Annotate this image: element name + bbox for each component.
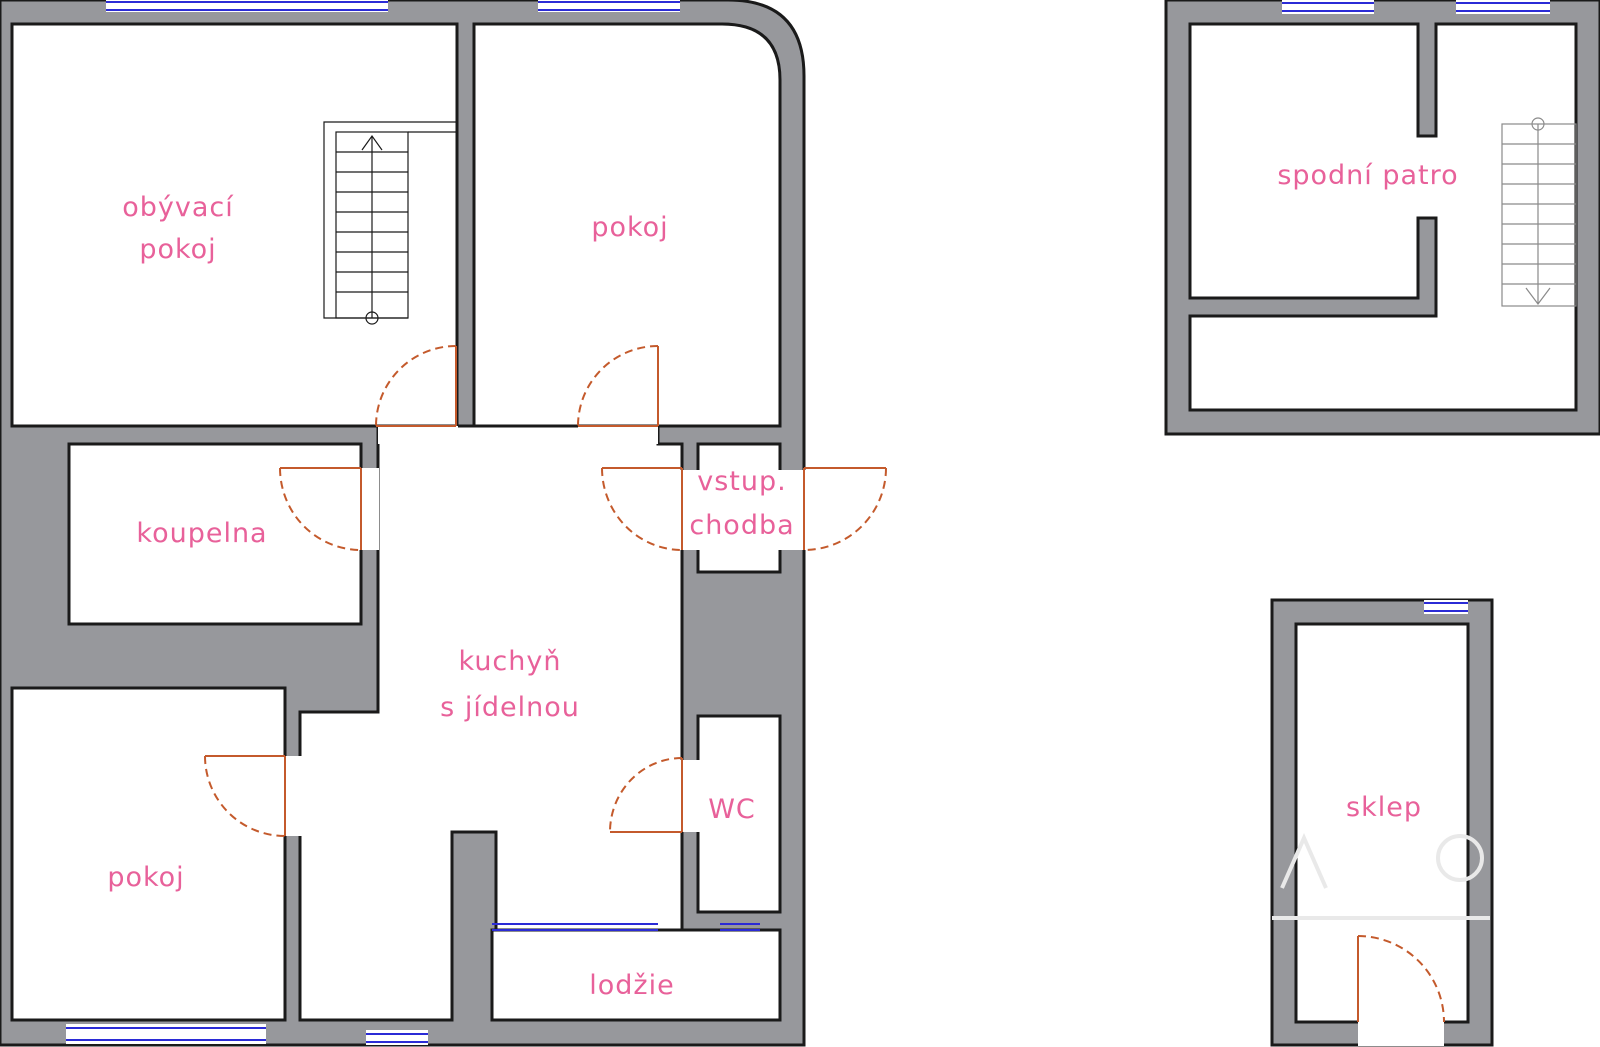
cellar: sklep: [1270, 598, 1494, 1047]
room-pokoj-top: [472, 22, 782, 428]
label-spodni-patro: spodní patro: [1277, 160, 1458, 191]
room-koupelna: [67, 442, 363, 626]
main-apartment: obývací pokoj pokoj koupelna vstup. chod…: [0, 0, 887, 1047]
room-wc: [696, 714, 782, 914]
label-obyvaci-pokoj-2: pokoj: [139, 234, 216, 265]
room-spodni-patro: [1188, 22, 1578, 412]
staircase-main: [323, 121, 457, 325]
label-lodzie: lodžie: [589, 970, 674, 1001]
room-lodzie: [490, 928, 782, 1022]
room-kuchyn: [298, 424, 684, 1022]
room-obyvaci-pokoj: [10, 22, 459, 428]
windows-main: [66, 0, 760, 1045]
label-pokoj-top: pokoj: [591, 212, 668, 243]
label-vstupni-chodba-2: chodba: [689, 510, 794, 541]
room-sklep: [1294, 622, 1470, 1024]
label-wc: WC: [708, 794, 756, 825]
room-pokoj-bottom: [10, 686, 287, 1022]
staircase-lower: [1501, 117, 1577, 307]
label-sklep: sklep: [1346, 792, 1422, 823]
label-vstupni-chodba: vstup.: [697, 466, 786, 497]
watermark-logo: [1272, 833, 1490, 920]
label-kuchyn-2: s jídelnou: [440, 692, 580, 723]
label-koupelna: koupelna: [136, 518, 267, 549]
doors-main: [204, 345, 887, 837]
label-obyvaci-pokoj: obývací: [122, 192, 234, 223]
label-pokoj-bottom: pokoj: [107, 862, 184, 893]
label-kuchyn: kuchyň: [459, 646, 562, 677]
lower-floor: spodní patro: [1164, 0, 1600, 436]
room-vstupni-chodba: [696, 442, 782, 574]
